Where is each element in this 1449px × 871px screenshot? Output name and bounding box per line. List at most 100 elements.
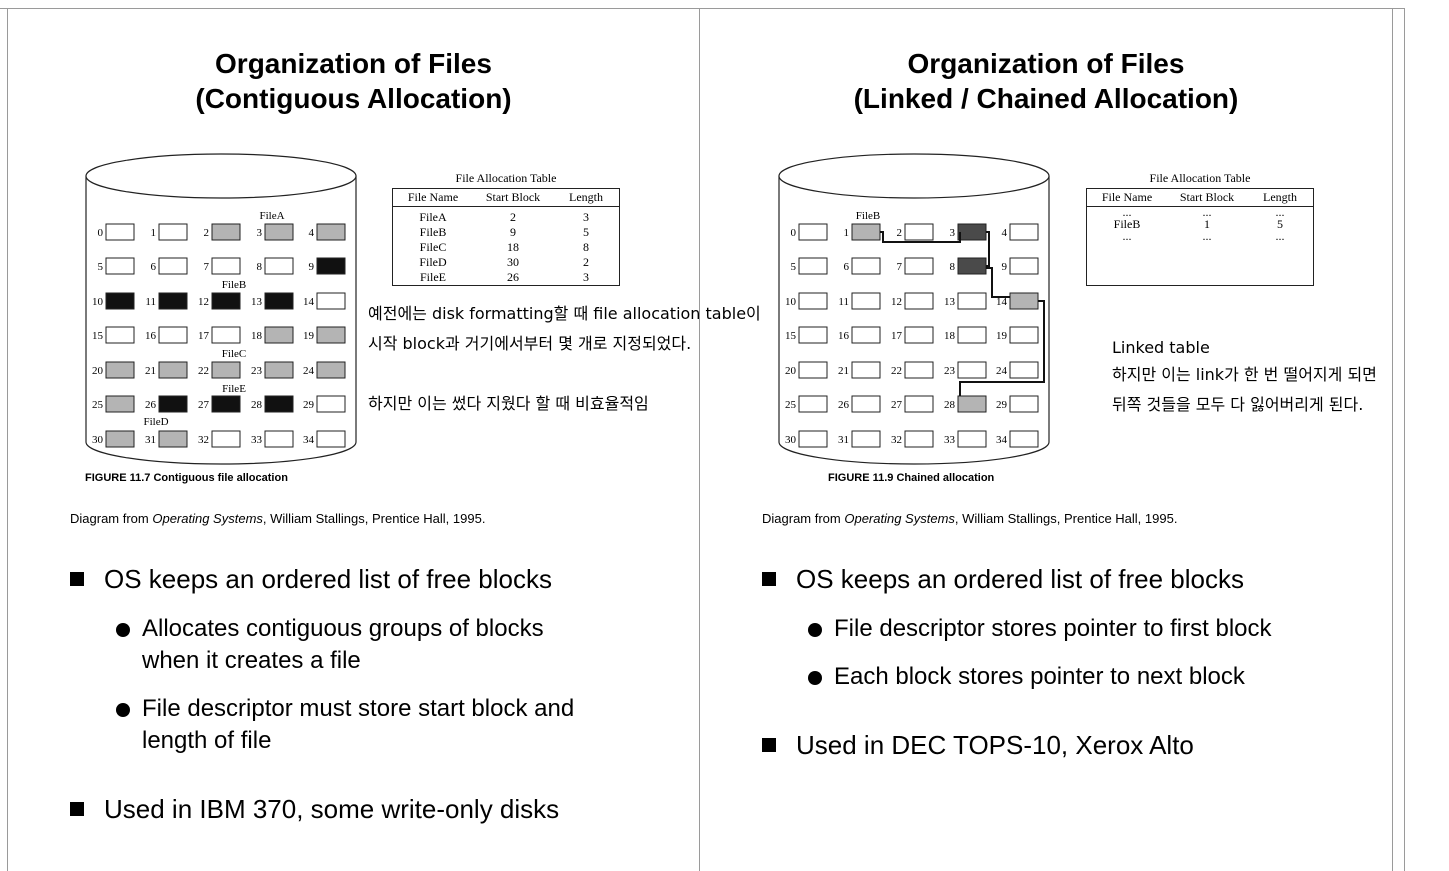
block-number: 31 (838, 434, 849, 446)
block-number: 15 (92, 330, 104, 342)
col-file-name: File Name (407, 190, 459, 204)
cell: 18 (507, 240, 519, 254)
block-number: 1 (151, 227, 157, 239)
disk-block (851, 361, 881, 379)
title-line-2: (Linked / Chained Allocation) (853, 83, 1239, 114)
disk-block (798, 326, 828, 344)
block-number: 29 (303, 399, 315, 411)
block-number: 26 (838, 399, 850, 411)
block-number: 34 (303, 434, 315, 446)
block-number: 4 (1002, 227, 1008, 239)
round-bullet-icon (116, 623, 130, 637)
block-number: 32 (891, 434, 902, 446)
block-number: 33 (944, 434, 956, 446)
block-number: 27 (198, 399, 210, 411)
block-number: 21 (145, 365, 156, 377)
cell: FileB (1113, 217, 1141, 231)
disk-block (851, 326, 881, 344)
disk-block (851, 292, 881, 310)
cell: FileA (419, 210, 447, 224)
block-number: 24 (996, 365, 1008, 377)
table-row: ......... (1087, 205, 1313, 219)
disk-block (316, 326, 346, 344)
disk-body (85, 176, 357, 465)
disk-block (1009, 361, 1039, 379)
block-number: 11 (838, 296, 849, 308)
title-line-1: Organization of Files (907, 48, 1185, 79)
bullet-sub: File descriptor must store start block a… (116, 693, 676, 757)
cell: ... (1122, 229, 1132, 243)
block-number: 7 (204, 261, 210, 273)
block-number: 23 (944, 365, 956, 377)
block-number: 25 (785, 399, 797, 411)
cell: 2 (510, 210, 516, 224)
disk-block (211, 430, 241, 448)
block-number: 2 (204, 227, 210, 239)
cell: 1 (1204, 217, 1210, 231)
disk-block (316, 361, 346, 379)
block-number: 0 (98, 227, 104, 239)
table-header: File Name Start Block Length (1087, 189, 1313, 207)
block-number: 32 (198, 434, 209, 446)
disk-block (1009, 395, 1039, 413)
disk-block (105, 257, 135, 275)
disk-block (211, 257, 241, 275)
disk-block (264, 395, 294, 413)
disk-block (851, 430, 881, 448)
disk-block (158, 257, 188, 275)
cell: ... (1122, 205, 1132, 219)
disk-block (158, 395, 188, 413)
bullet-text: Allocates contiguous groups of blocks (142, 615, 544, 642)
file-label: FileE (222, 383, 246, 395)
disk-block (264, 292, 294, 310)
diagram-credit: Diagram from Operating Systems, William … (70, 511, 485, 526)
disk-block (798, 257, 828, 275)
block-number: 26 (145, 399, 157, 411)
disk-block (1009, 257, 1039, 275)
block-number: 8 (257, 261, 263, 273)
title-line-1: Organization of Files (215, 48, 492, 79)
disk-block (158, 326, 188, 344)
disk-block (957, 395, 987, 413)
disk-block (904, 361, 934, 379)
round-bullet-icon (808, 623, 822, 637)
disk-block (316, 257, 346, 275)
block-number: 10 (785, 296, 797, 308)
file-label: FileC (222, 348, 246, 360)
disk-block (957, 223, 987, 241)
block-number: 5 (98, 261, 104, 273)
block-number: 1 (844, 227, 850, 239)
bullet-text: File descriptor must store start block a… (142, 695, 575, 722)
disk-block (851, 223, 881, 241)
cell: 2 (583, 255, 589, 269)
cell: FileB (419, 225, 447, 239)
cell: 26 (507, 270, 519, 284)
credit-book: Operating Systems (152, 511, 263, 526)
block-number: 28 (944, 399, 956, 411)
cell: 8 (583, 240, 589, 254)
bullet-main: OS keeps an ordered list of free blocks (762, 563, 1244, 595)
disk-block (264, 430, 294, 448)
block-number: 23 (251, 365, 263, 377)
cell: ... (1275, 229, 1285, 243)
block-number: 2 (897, 227, 903, 239)
cell: 5 (583, 225, 589, 239)
disk-block (105, 326, 135, 344)
disk-block (105, 223, 135, 241)
block-number: 15 (785, 330, 797, 342)
file-allocation-table: File Allocation Table File Name Start Bl… (392, 171, 620, 286)
note-line: 시작 block과 거기에서부터 몇 개로 지정되었다. (368, 334, 692, 353)
block-number: 22 (891, 365, 902, 377)
chain-link-arrow (986, 231, 990, 267)
disk-block (316, 430, 346, 448)
block-number: 18 (944, 330, 956, 342)
col-length: Length (569, 190, 603, 204)
note-line: 하지만 이는 썼다 지웠다 할 때 비효율적임 (368, 394, 649, 413)
block-number: 24 (303, 365, 315, 377)
credit-book: Operating Systems (844, 511, 955, 526)
